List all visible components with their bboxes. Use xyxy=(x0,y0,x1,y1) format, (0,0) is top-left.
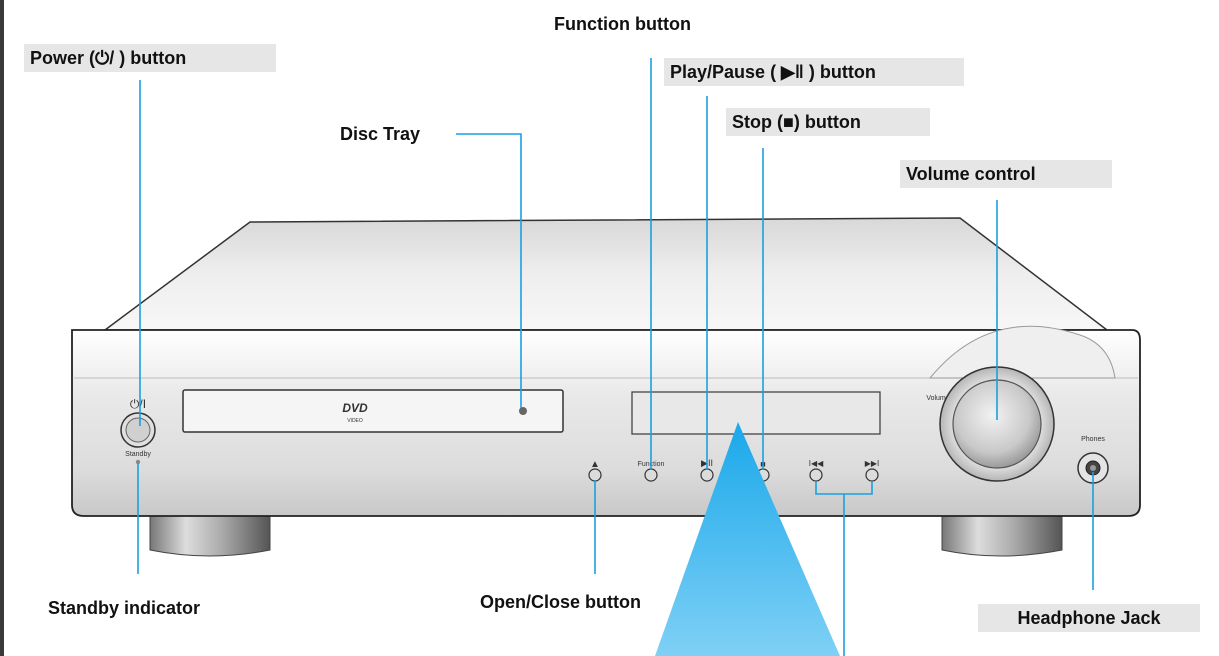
display-window xyxy=(631,391,881,435)
volume-text: Volume xyxy=(926,395,949,402)
disc-tray-leader xyxy=(456,133,522,408)
standby-led xyxy=(135,459,141,465)
volume-control-label: Volume control xyxy=(900,160,1112,188)
disc-tray-label: Disc Tray xyxy=(340,124,421,144)
function-button xyxy=(644,468,658,482)
page-left-border xyxy=(0,0,4,656)
power-button-label: Power (⏻/ ) button xyxy=(24,44,276,72)
open-close-button-label: Open/Close button xyxy=(480,592,641,612)
power-symbol: ⏻/I xyxy=(130,397,146,411)
dvd-logo-sub: VIDEO xyxy=(347,418,363,424)
next-button xyxy=(865,468,879,482)
eject-symbol: ▲ xyxy=(590,459,600,470)
prev-symbol: I◀◀ xyxy=(809,459,824,468)
disc-tray-indicator xyxy=(519,407,527,415)
remote-sensor-beam xyxy=(655,422,840,656)
function-button-label: Function button xyxy=(554,14,691,34)
standby-indicator-label: Standby indicator xyxy=(48,598,201,618)
top-cover xyxy=(102,217,1110,331)
next-symbol: ▶▶I xyxy=(865,459,880,468)
phones-text: Phones xyxy=(1081,436,1105,443)
open-close-button xyxy=(588,468,602,482)
leader-lines xyxy=(137,58,1094,656)
standby-text: Standby xyxy=(125,451,151,458)
volume-bulge xyxy=(928,325,1116,379)
prev-button xyxy=(809,468,823,482)
headphone-jack-label: Headphone Jack xyxy=(978,604,1200,632)
play-pause-button-label: Play/Pause ( ▶‖ ) button xyxy=(664,58,964,86)
power-button xyxy=(125,417,151,443)
play-pause-button xyxy=(700,468,714,482)
stop-button-label: Stop (■) button xyxy=(726,108,930,136)
disc-tray-slot xyxy=(182,389,564,433)
dvd-logo: DVD xyxy=(342,401,368,415)
